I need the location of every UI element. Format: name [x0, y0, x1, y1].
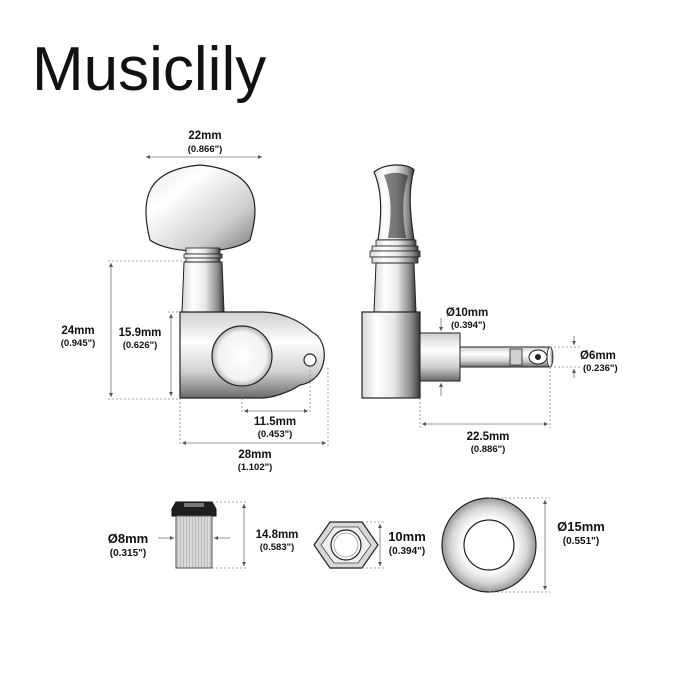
hole-offset-mm: 11.5mm — [254, 416, 296, 428]
post-length-mm: 22.5mm — [467, 431, 510, 443]
overall-length-in: (1.102") — [238, 462, 273, 473]
front-shaft — [181, 261, 225, 313]
hex-nut-size-mm: 10mm — [388, 529, 426, 544]
post-tip-diameter-in: (0.236") — [583, 363, 618, 374]
side-shaft — [373, 262, 417, 313]
post-base-diameter-mm: Ø10mm — [446, 307, 488, 319]
brand-title: Musiclily — [32, 35, 266, 104]
washer-diameter-mm: Ø15mm — [557, 519, 605, 534]
hole-offset-in: (0.453") — [258, 429, 293, 440]
bushing-height-in: (0.583") — [260, 542, 295, 553]
hex-nut-part: 10mm (0.394") — [313, 521, 426, 569]
side-housing — [361, 311, 421, 399]
overall-length-mm: 28mm — [238, 449, 271, 461]
front-collar — [185, 247, 221, 255]
side-view: Ø10mm (0.394") Ø6mm (0.236") 22.5mm (0.8… — [361, 164, 618, 455]
housing-height-in: (0.626") — [123, 340, 158, 351]
post-length-in: (0.886") — [471, 444, 506, 455]
washer-diameter-in: (0.551") — [563, 536, 599, 547]
post-tip-diameter-mm: Ø6mm — [580, 350, 616, 362]
total-height-mm: 24mm — [61, 325, 94, 337]
total-height-in: (0.945") — [61, 338, 96, 349]
side-post-base — [419, 332, 461, 382]
bushing-thread — [175, 515, 213, 569]
washer-part: Ø15mm (0.551") — [441, 497, 605, 593]
bushing-diameter-mm: Ø8mm — [108, 531, 148, 546]
bushing-cap — [171, 501, 217, 517]
bushing-diameter-in: (0.315") — [110, 548, 146, 559]
knob-width-in: (0.866") — [188, 144, 223, 155]
front-post-hole — [211, 325, 273, 387]
front-knob — [145, 164, 256, 252]
knob-width-mm: 22mm — [188, 130, 221, 142]
side-collar — [375, 239, 417, 247]
bushing-part: Ø8mm (0.315") 14.8mm (0.583") — [108, 501, 299, 569]
front-screw-hole — [303, 353, 317, 367]
hex-nut-size-in: (0.394") — [389, 546, 425, 557]
post-base-diameter-in: (0.394") — [451, 320, 486, 331]
housing-height-mm: 15.9mm — [119, 327, 162, 339]
bushing-height-mm: 14.8mm — [256, 529, 299, 541]
front-view: 22mm (0.866") 24mm (0.945") 15.9mm (0.62… — [61, 130, 329, 473]
